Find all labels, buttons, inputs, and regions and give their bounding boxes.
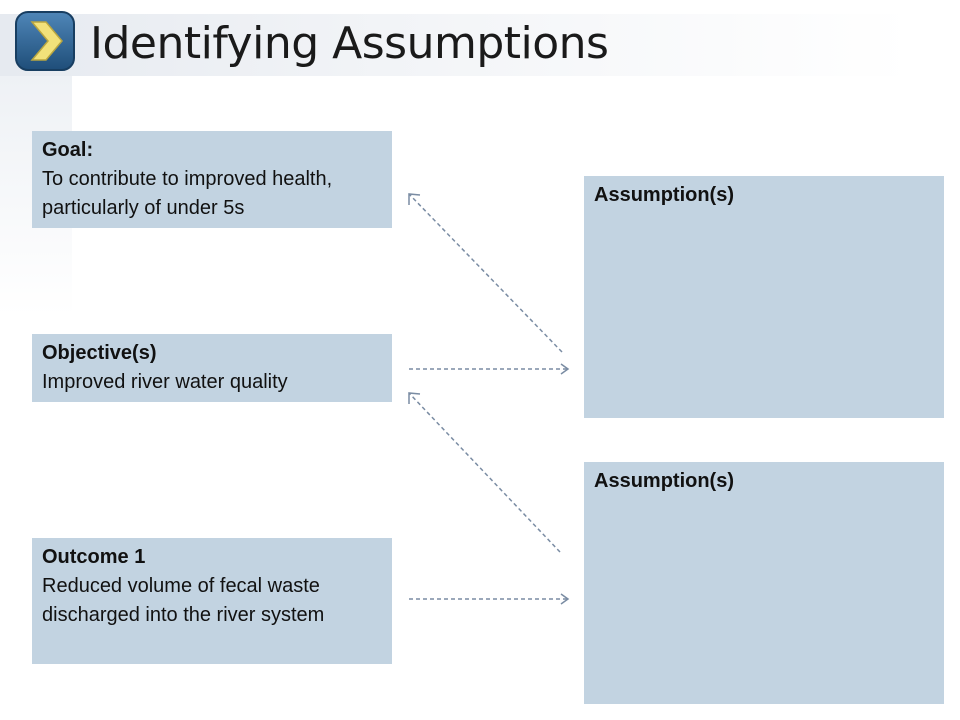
assumption-upper-heading: Assumption(s) bbox=[594, 184, 734, 206]
outcome-heading: Outcome 1 bbox=[42, 546, 146, 568]
goal-text: To contribute to improved health, partic… bbox=[42, 168, 333, 219]
objective-box: Objective(s) Improved river water qualit… bbox=[32, 334, 392, 402]
title-band bbox=[0, 14, 960, 76]
outcome-box: Outcome 1 Reduced volume of fecal waste … bbox=[32, 538, 392, 664]
assumption-box-lower: Assumption(s) bbox=[584, 462, 944, 704]
arrowhead-goal bbox=[408, 193, 421, 205]
outcome-text: Reduced volume of fecal waste discharged… bbox=[42, 575, 325, 626]
chevron-right-icon bbox=[15, 11, 75, 71]
objective-text: Improved river water quality bbox=[42, 371, 288, 393]
arrowhead-objective bbox=[408, 392, 421, 404]
arrowhead-assumption-lower bbox=[560, 593, 570, 605]
objective-heading: Objective(s) bbox=[42, 342, 157, 364]
assumption-lower-heading: Assumption(s) bbox=[594, 470, 734, 492]
arrow-assumption-to-goal bbox=[408, 193, 563, 353]
arrow-assumption-to-objective bbox=[408, 392, 561, 553]
page-title: Identifying Assumptions bbox=[90, 18, 609, 69]
goal-heading: Goal: bbox=[42, 139, 94, 161]
goal-box: Goal: To contribute to improved health, … bbox=[32, 131, 392, 228]
assumption-box-upper: Assumption(s) bbox=[584, 176, 944, 418]
arrowhead-assumption-upper bbox=[560, 363, 570, 375]
